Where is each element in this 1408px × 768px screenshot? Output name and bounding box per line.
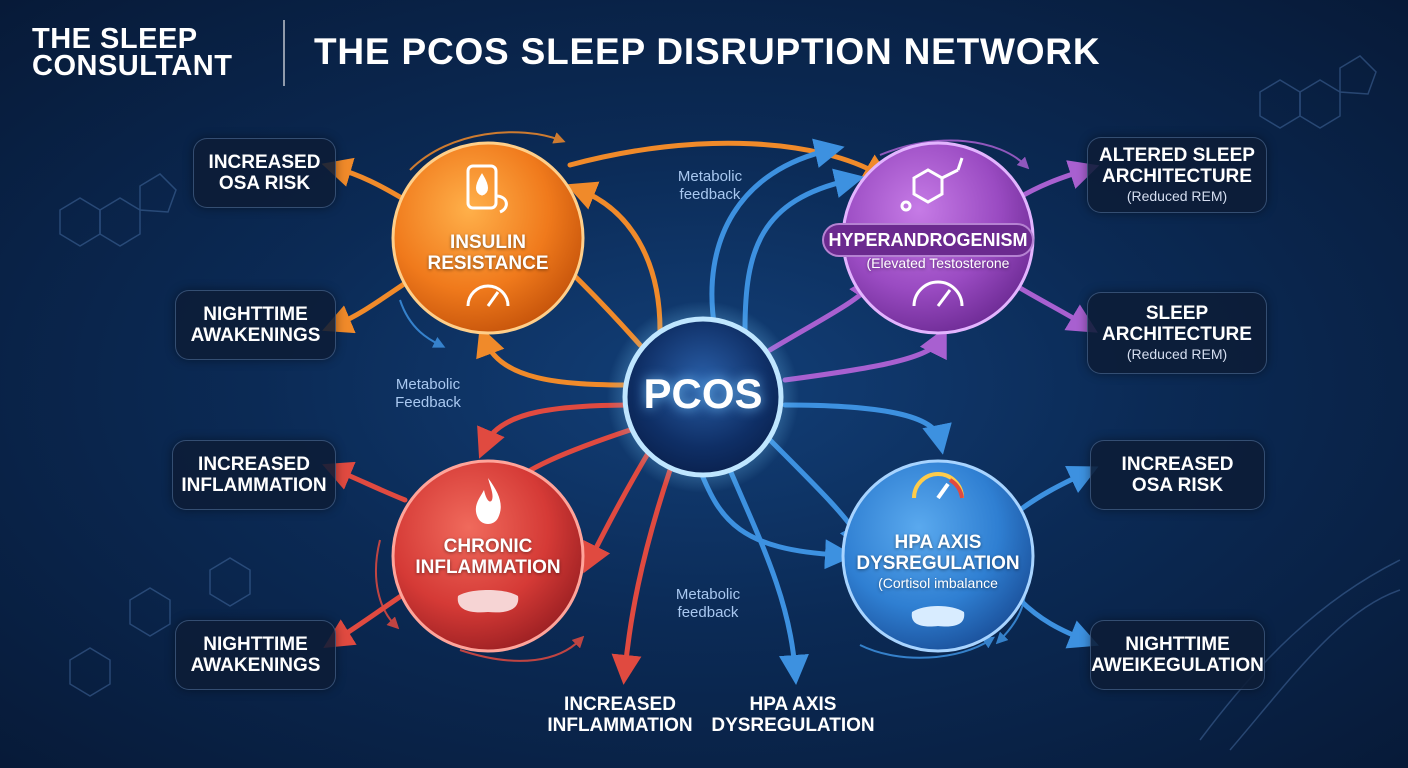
- pcos-label: PCOS: [643, 370, 763, 417]
- outcome-box-increased-inflammation: INCREASED INFLAMMATION: [172, 440, 336, 510]
- outcome-box-nighttime-aweikegulation: NIGHTTIME AWEIKEGULATION: [1090, 620, 1265, 690]
- bottom-left-line-1: INCREASED: [564, 694, 676, 715]
- outcome-tr-line-2: ARCHITECTURE: [1102, 165, 1252, 187]
- outcome-mr-sub: (Reduced REM): [1126, 345, 1228, 362]
- speedometer-icon: [466, 284, 510, 307]
- outcome-ml-line-1: NIGHTTIME: [203, 304, 308, 325]
- hpa-axis-label: HPA AXIS DYSREGULATION (Cortisol imbalan…: [848, 532, 1028, 592]
- outcome-box-nighttime-awakenings-bottom: NIGHTTIME AWAKENINGS: [175, 620, 336, 690]
- brand-logo: THE SLEEP CONSULTANT: [32, 23, 282, 82]
- hpa-axis-node: [841, 459, 1035, 653]
- outcome-bl1-line-1: INCREASED: [198, 454, 310, 475]
- chronic-inflammation-node: [391, 459, 585, 653]
- steroid-molecule-icon: [900, 157, 964, 212]
- feedback-label-left: Metabolic Feedback: [378, 376, 478, 412]
- sleep-mask-icon-hpa: [911, 606, 965, 627]
- outcome-bl1-line-2: INFLAMMATION: [181, 475, 327, 496]
- outcome-br1-line-1: INCREASED: [1121, 454, 1234, 475]
- feedback-top-line-1: Metabolic: [677, 168, 743, 185]
- insulin-resistance-label: INSULIN RESISTANCE: [408, 232, 568, 274]
- outcome-box-nighttime-awakenings-top: NIGHTTIME AWAKENINGS: [175, 290, 336, 360]
- outcome-bl2-line-1: NIGHTTIME: [203, 634, 308, 655]
- inflammation-line-2: INFLAMMATION: [415, 557, 561, 578]
- chronic-inflammation-label: CHRONIC INFLAMMATION: [408, 536, 568, 578]
- brand-line-1: THE SLEEP: [32, 23, 198, 55]
- pcos-center-node: [622, 316, 784, 478]
- feedback-bottom-line-2: feedback: [677, 604, 739, 621]
- bottom-left-line-2: INFLAMMATION: [547, 715, 693, 736]
- hpa-line-1: HPA AXIS: [894, 532, 982, 553]
- outcome-box-altered-sleep-architecture: ALTERED SLEEP ARCHITECTURE (Reduced REM): [1087, 137, 1267, 213]
- hyperandrogenism-sub-label: (Elevated Testosterone: [848, 254, 1028, 272]
- insulin-line-1: INSULIN: [450, 232, 526, 253]
- hyperandrogenism-pill: HYPERANDROGENISM: [822, 223, 1034, 257]
- outcome-tl-line-2: OSA RISK: [218, 173, 311, 194]
- outcome-bl2-line-2: AWAKENINGS: [190, 655, 321, 676]
- outcome-box-sleep-architecture: SLEEP ARCHITECTURE (Reduced REM): [1087, 292, 1267, 374]
- hpa-line-3: (Cortisol imbalance: [878, 575, 998, 591]
- outcome-br2-line-1: NIGHTTIME: [1125, 634, 1230, 655]
- outcome-box-increased-osa-risk-left: INCREASED OSA RISK: [193, 138, 336, 208]
- cortisol-gauge-icon: [912, 472, 964, 500]
- outcome-tl-line-1: INCREASED: [208, 152, 321, 173]
- gauge-icon: [912, 280, 964, 307]
- feedback-left-line-1: Metabolic: [395, 376, 461, 393]
- bottom-label-increased-inflammation: INCREASED INFLAMMATION: [530, 694, 710, 736]
- hpa-line-2: DYSREGULATION: [856, 553, 1020, 574]
- outcome-mr-line-2: ARCHITECTURE: [1102, 323, 1252, 345]
- outcome-box-increased-osa-risk-right: INCREASED OSA RISK: [1090, 440, 1265, 510]
- outcome-ml-line-2: AWAKENINGS: [190, 325, 321, 346]
- outcome-mr-line-1: SLEEP: [1145, 302, 1209, 324]
- page-title: THE PCOS SLEEP DISRUPTION NETWORK: [314, 31, 1101, 72]
- feedback-left-line-2: Feedback: [395, 394, 461, 411]
- hyper-line-2: (Elevated Testosterone: [866, 255, 1010, 271]
- bottom-right-line-2: DYSREGULATION: [711, 715, 875, 736]
- header-divider: [283, 20, 285, 86]
- outcome-tr-line-1: ALTERED SLEEP: [1099, 144, 1255, 166]
- sleep-mask-icon: [457, 590, 519, 613]
- brand-line-2: CONSULTANT: [32, 50, 233, 82]
- feedback-label-bottom: Metabolic feedback: [658, 586, 758, 622]
- feedback-bottom-line-1: Metabolic: [675, 586, 741, 603]
- glucose-meter-icon: [466, 164, 508, 214]
- outcome-tr-sub: (Reduced REM): [1126, 187, 1228, 204]
- inflammation-line-1: CHRONIC: [443, 536, 533, 557]
- outcome-br2-line-2: AWEIKEGULATION: [1091, 655, 1264, 676]
- insulin-line-2: RESISTANCE: [427, 253, 549, 274]
- insulin-resistance-node: [391, 141, 585, 335]
- feedback-label-top: Metabolic feedback: [660, 168, 760, 204]
- flame-icon: [475, 478, 501, 524]
- outcome-br1-line-2: OSA RISK: [1131, 475, 1224, 496]
- background-molecule-graphics: [59, 55, 1401, 751]
- bottom-right-line-1: HPA AXIS: [749, 694, 837, 715]
- bottom-label-hpa-axis-dysregulation: HPA AXIS DYSREGULATION: [703, 694, 883, 736]
- feedback-top-line-2: feedback: [679, 186, 741, 203]
